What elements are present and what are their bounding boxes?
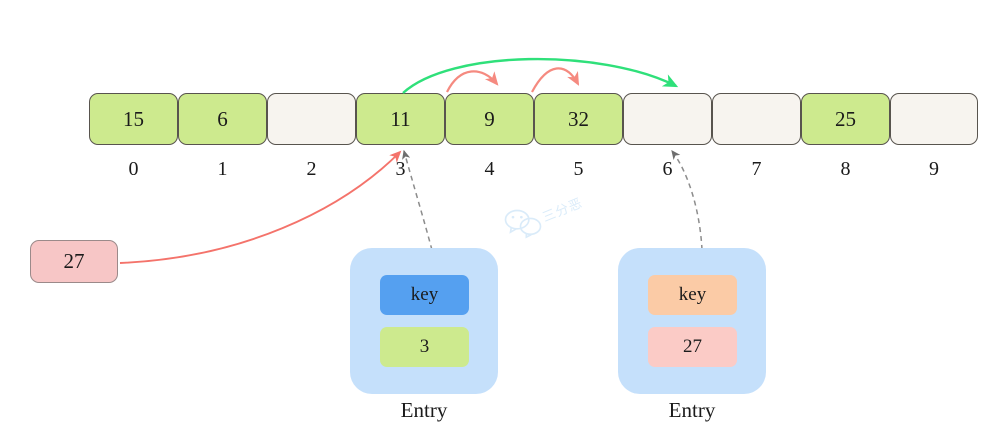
bucket-index-4: 4 [445,157,534,181]
entry-right-caption-text: Entry [668,398,716,422]
bucket-value-8: 25 [835,106,856,131]
index-text-4: 4 [484,157,495,180]
index-text-5: 5 [573,157,584,180]
bucket-cell-8[interactable]: 25 [801,93,890,145]
bucket-cell-6[interactable] [623,93,712,145]
bucket-index-5: 5 [534,157,623,181]
bucket-cell-9[interactable] [890,93,978,145]
entry-right-key-label: key [678,284,707,305]
entry-card-right[interactable]: key 27 [618,248,766,394]
index-text-9: 9 [929,157,939,180]
index-text-7: 7 [751,157,762,180]
arrow-place-index-3-to-6 [402,57,679,94]
bucket-cell-0[interactable]: 15 [89,93,178,145]
index-text-8: 8 [840,157,851,180]
bucket-index-7: 7 [712,157,801,181]
incoming-value-label: 27 [63,249,85,273]
bucket-value-0: 15 [123,106,144,131]
bucket-index-9: 9 [890,157,978,181]
entry-right-key-slot: key [648,275,737,315]
arrow-probe-index-4-to-5 [531,67,580,93]
bucket-index-2: 2 [267,157,356,181]
bucket-index-6: 6 [623,157,712,181]
index-text-3: 3 [395,157,406,180]
watermark-text: 三分恶 [540,195,586,226]
entry-left-key-slot: key [380,275,469,315]
entry-right-caption: Entry [618,398,766,423]
index-text-0: 0 [128,157,139,180]
bucket-cell-5[interactable]: 32 [534,93,623,145]
bucket-value-3: 11 [390,106,411,131]
bucket-cell-2[interactable] [267,93,356,145]
bucket-index-0: 0 [89,157,178,181]
entry-right-value-slot: 27 [648,327,737,367]
wechat-icon [504,209,542,239]
entry-left-value-slot: 3 [380,327,469,367]
bucket-index-3: 3 [356,157,445,181]
bucket-value-1: 6 [217,106,228,131]
bucket-index-1: 1 [178,157,267,181]
wechat-watermark: 三分恶 [503,196,607,252]
entry-left-key-label: key [410,284,439,305]
bucket-cell-4[interactable]: 9 [445,93,534,145]
bucket-cell-3[interactable]: 11 [356,93,445,145]
entry-right-value-label: 27 [683,336,702,357]
entry-card-left[interactable]: key 3 [350,248,498,394]
entry-left-value-label: 3 [419,336,430,357]
entry-left-caption-text: Entry [400,398,448,422]
bucket-cell-7[interactable] [712,93,801,145]
bucket-cell-1[interactable]: 6 [178,93,267,145]
bucket-index-8: 8 [801,157,890,181]
index-text-2: 2 [306,157,317,180]
bucket-value-4: 9 [484,106,495,131]
index-text-6: 6 [662,157,673,180]
bucket-value-5: 32 [568,106,589,131]
arrow-probe-index-3-to-4 [446,70,499,93]
index-text-1: 1 [217,157,228,180]
incoming-value-chip[interactable]: 27 [30,240,118,283]
entry-left-caption: Entry [350,398,498,423]
